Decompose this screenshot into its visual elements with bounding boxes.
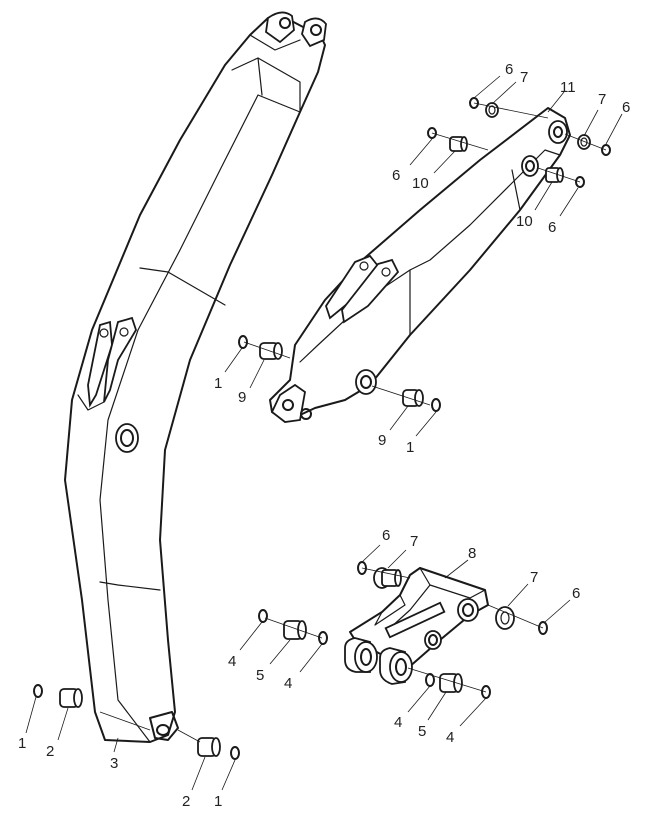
callout-1: 1 [214,793,222,810]
callout-5: 5 [418,723,426,740]
callout-9: 9 [238,389,246,406]
callout-11: 11 [560,79,576,96]
callout-7: 7 [520,69,528,86]
callout-8: 8 [468,545,476,562]
dipper-arm-icon [269,107,571,423]
pin-icon [59,688,83,708]
snap-ring-icon [230,746,240,760]
callout-6: 6 [622,99,630,116]
bushing-icon [495,606,515,630]
callout-3: 3 [110,755,118,772]
callout-6: 6 [382,527,390,544]
callout-6: 6 [505,61,513,78]
snap-ring-icon [575,176,585,188]
callout-6: 6 [572,585,580,602]
pin-icon [402,389,424,407]
callout-6: 6 [548,219,556,236]
boom-arm-icon [64,11,327,743]
callout-4: 4 [228,653,236,670]
snap-ring-icon [427,127,437,139]
hardware-parts [25,75,623,791]
callout-6: 6 [392,167,400,184]
pin-icon [283,620,307,640]
callout-1: 1 [214,375,222,392]
pin-icon [197,737,221,757]
callout-10: 10 [516,213,533,230]
snap-ring-icon [258,609,268,623]
link-bracket-icon [344,567,489,685]
callout-7: 7 [530,569,538,586]
bushing-icon [485,102,499,118]
callout-1: 1 [18,735,26,752]
snap-ring-icon [601,144,611,156]
callout-4: 4 [284,675,292,692]
callout-7: 7 [598,91,606,108]
callout-4: 4 [394,714,402,731]
callout-2: 2 [182,793,190,810]
pin-icon [439,673,463,693]
callout-4: 4 [446,729,454,746]
snap-ring-icon [33,684,43,698]
pin-icon [545,167,564,183]
snap-ring-icon [318,631,328,645]
bushing-icon [577,134,591,150]
pin-icon [259,342,283,360]
snap-ring-icon [431,398,441,412]
callout-9: 9 [378,432,386,449]
callout-2: 2 [46,743,54,760]
callout-labels: 1 2 3 2 1 1 9 9 1 4 5 4 4 5 4 6 7 8 7 6 … [18,61,630,810]
snap-ring-icon [238,335,248,349]
snap-ring-icon [538,621,548,635]
callout-10: 10 [412,175,429,192]
callout-7: 7 [410,533,418,550]
callout-5: 5 [256,667,264,684]
callout-1: 1 [406,439,414,456]
